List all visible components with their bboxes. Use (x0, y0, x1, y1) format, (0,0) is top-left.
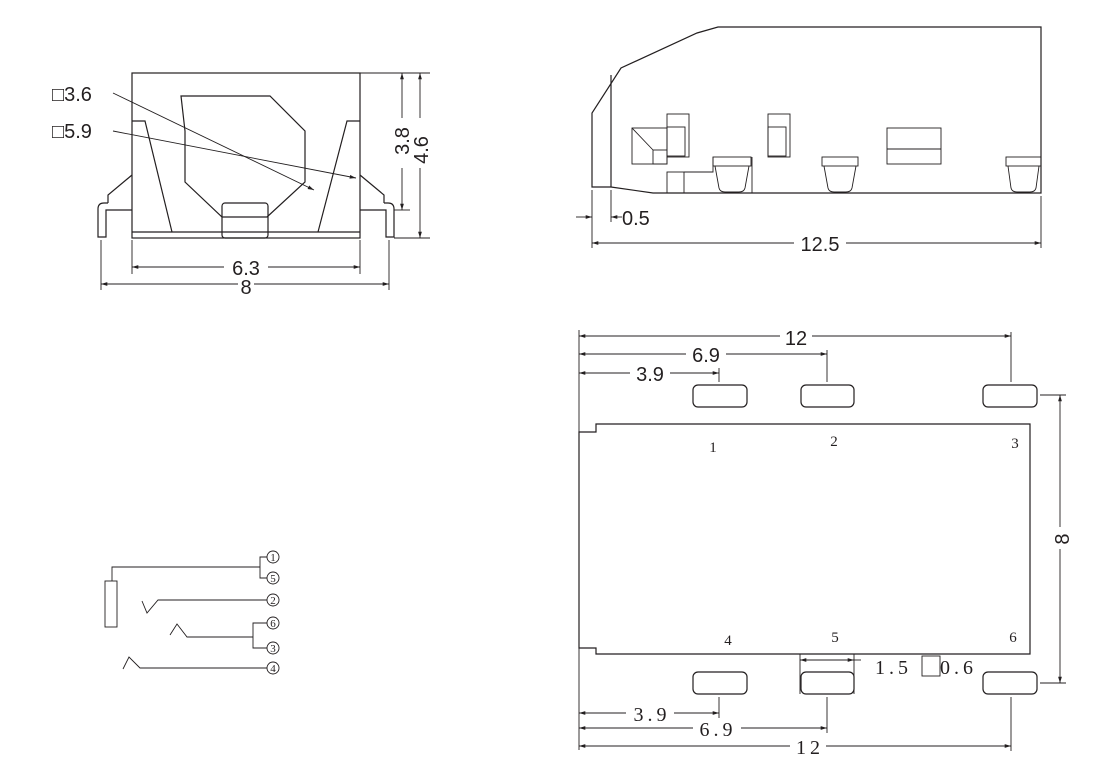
side-view: 0.5 12.5 (576, 26, 1042, 256)
dim-bottom-3-9: 3.9 (634, 704, 671, 726)
square-symbol (921, 655, 941, 677)
dim-top-12: 12 (785, 328, 807, 350)
dim-height-3-8: 3.8 (392, 127, 414, 155)
terminal-cup (712, 156, 752, 193)
pin-number: 6 (1009, 630, 1017, 646)
pin-number: 1 (709, 440, 717, 456)
svg-text:3: 3 (270, 643, 276, 655)
left-lead (97, 202, 132, 238)
pin-number: 3 (1011, 436, 1019, 452)
pad-3 (982, 384, 1038, 408)
terminal-5: 5 (266, 571, 280, 585)
dim-top-3-9: 3.9 (636, 364, 664, 386)
svg-text:2: 2 (270, 595, 276, 607)
terminal-cup (1005, 156, 1042, 193)
terminal-4: 4 (266, 661, 280, 675)
front-view: □3.6 □5.9 3.8 4.6 6.3 8 (52, 72, 433, 299)
dim-width-6-3: 6.3 (232, 258, 260, 280)
pad-6 (982, 671, 1038, 695)
terminal-cup (821, 156, 859, 193)
terminal-6: 6 (266, 616, 280, 630)
footprint-view: 1 2 3 4 5 6 12 6.9 3.9 8 1.5 0.6 (578, 326, 1074, 759)
svg-text:6: 6 (270, 618, 276, 630)
dim-length-12-5: 12.5 (801, 234, 840, 256)
dim-pad-length: 1.5 (875, 657, 912, 679)
pin-number: 4 (724, 633, 732, 649)
pad-1 (692, 384, 748, 408)
dim-width-8: 8 (240, 277, 251, 299)
dim-top-6-9: 6.9 (692, 345, 720, 367)
dim-height-4-6: 4.6 (411, 136, 433, 164)
pin-number: 5 (831, 630, 839, 646)
dim-offset-0-5: 0.5 (622, 208, 650, 230)
terminal-1: 1 (266, 550, 280, 564)
actuator-tab (221, 202, 269, 239)
dim-bottom-6-9: 6.9 (700, 719, 737, 741)
dim-height-8: 8 (1052, 533, 1074, 544)
terminal-2: 2 (266, 593, 280, 607)
svg-text:5: 5 (270, 573, 276, 585)
circuit-schematic: 1 5 2 6 3 4 (104, 550, 280, 675)
pad-4 (692, 671, 748, 695)
pin-number: 2 (830, 434, 838, 450)
dim-pad-width: 0.6 (940, 657, 977, 679)
label-square-5-9: □5.9 (52, 121, 92, 143)
switch-body (104, 580, 118, 628)
terminal-3: 3 (266, 641, 280, 655)
pad-5 (800, 671, 855, 695)
pad-2 (800, 384, 855, 408)
actuator-octagon (180, 95, 306, 218)
label-square-3-6: □3.6 (52, 84, 92, 106)
svg-text:4: 4 (270, 663, 276, 675)
svg-text:1: 1 (270, 552, 276, 564)
right-lead (360, 202, 395, 238)
dim-bottom-12: 12 (796, 737, 824, 759)
